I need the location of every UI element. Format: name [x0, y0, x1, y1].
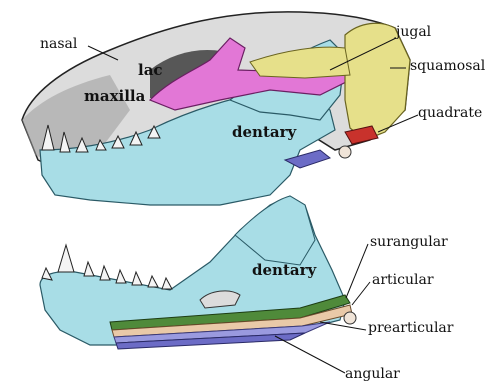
label-prearticular: prearticular [368, 320, 453, 336]
label-surangular: surangular [370, 234, 448, 250]
label-dentary-lower: dentary [252, 262, 316, 278]
label-maxilla: maxilla [84, 88, 145, 104]
label-quadrate: quadrate [418, 105, 482, 121]
label-dentary-upper: dentary [232, 124, 296, 140]
upper-condyle [339, 146, 351, 158]
label-nasal: nasal [40, 36, 77, 52]
label-squamosal: squamosal [410, 58, 485, 74]
label-angular: angular [345, 366, 400, 382]
label-jugal: jugal [396, 24, 431, 40]
upper-skull [22, 12, 410, 205]
lower-condyle [344, 312, 356, 324]
label-lac: lac [138, 62, 163, 78]
label-articular: articular [372, 272, 434, 288]
